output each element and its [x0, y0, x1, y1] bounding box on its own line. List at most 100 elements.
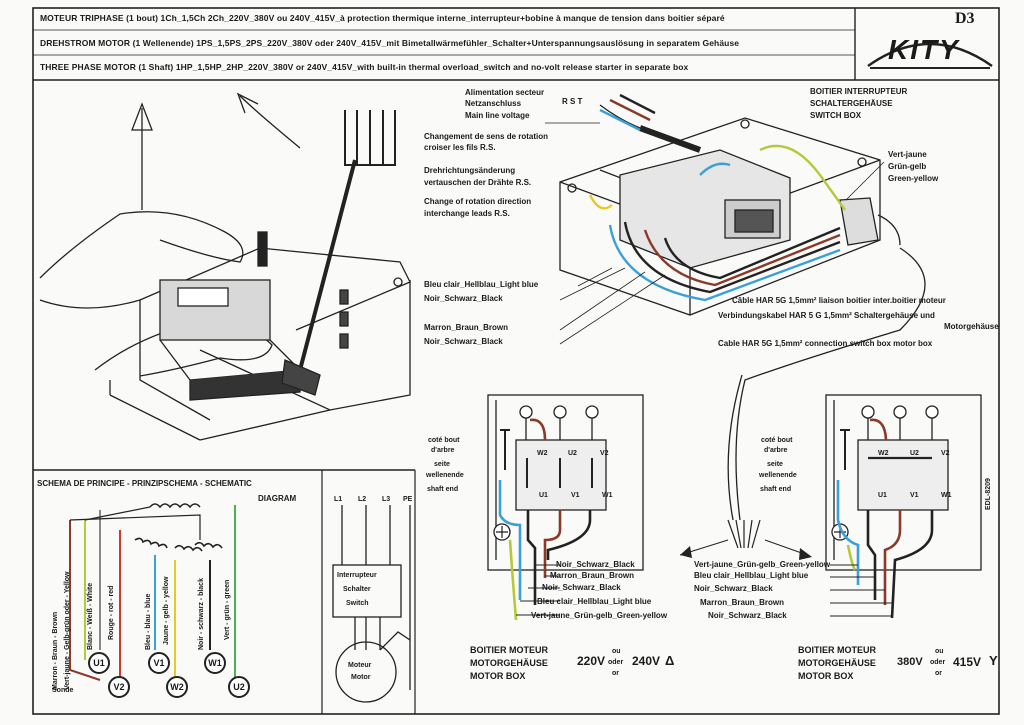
terminal-b-v2: V2	[941, 450, 950, 457]
principle-schematic	[69, 503, 236, 681]
shaft-end-a-de1: seite	[434, 461, 450, 468]
header-line-fr: MOTEUR TRIPHASE (1 bout) 1Ch_1,5Ch 2Ch_2…	[40, 13, 725, 23]
mid-b-5: Noir_Schwarz_Black	[708, 611, 787, 620]
schem-wire-black: Noir - schwarz - black	[198, 578, 205, 650]
pole-w2: W2	[166, 676, 188, 698]
motor-box-delta	[487, 394, 644, 571]
mid-a-2: Marron_Braun_Brown	[550, 571, 635, 580]
motor-label-fr: Moteur	[348, 662, 372, 669]
motorbox-a-or1: ou	[612, 648, 621, 655]
motorbox-a-symbol: Δ	[665, 653, 675, 668]
schem-wire-yellow: Jaune - gelb - yellow	[163, 576, 170, 645]
mid-a-1: Noir_Schwarz_Black	[556, 560, 635, 569]
motorbox-b-de: MOTORGEHÄUSE	[798, 658, 876, 668]
swap-en1: Change of rotation direction	[424, 197, 532, 206]
schem-wire-blue: Bleu - blau - blue	[145, 593, 152, 650]
schem-wire-green: Vert - grün - green	[224, 579, 231, 640]
shaft-end-a-fr1: coté bout	[428, 437, 460, 444]
cable-de2: Motorgehäuse	[944, 322, 999, 331]
shaft-end-b-en: shaft end	[760, 486, 792, 493]
schematic-title-1: SCHEMA DE PRINCIPE - PRINZIPSCHEMA - SCH…	[37, 479, 252, 488]
ground-de: Grün-gelb	[888, 162, 927, 171]
shaft-end-b-de2: wellenende	[759, 472, 797, 479]
mid-a-4: Bleu clair_Hellblau_Light blue	[537, 597, 652, 606]
mid-b-3: Noir_Schwarz_Black	[694, 584, 773, 593]
wire-label-2: Noir_Schwarz_Black	[424, 294, 503, 303]
ref-code: EDL-8209	[985, 478, 992, 510]
terminal-b-u2: U2	[910, 450, 919, 457]
terminal-a-w1: W1	[602, 492, 613, 499]
mid-b-1: Vert-jaune_Grün-gelb_Green-yellow	[694, 560, 831, 569]
brand-logo-text: KITY	[888, 34, 960, 65]
terminal-a-u1: U1	[539, 492, 548, 499]
switch-label-de: Schalter	[343, 586, 371, 593]
motor-label-de: Motor	[351, 674, 371, 681]
mains-label-en: Main line voltage	[465, 111, 530, 120]
motorbox-b-or3: or	[935, 670, 942, 677]
pole-v1: V1	[148, 652, 170, 674]
shaft-end-b-de1: seite	[767, 461, 783, 468]
mid-a-5: Vert-jaune_Grün-gelb_Green-yellow	[531, 611, 668, 620]
mains-phases: R S T	[562, 97, 583, 106]
ground-en: Green-yellow	[888, 174, 939, 183]
schem-wire-brown: Marron - Braun - Brown	[52, 611, 59, 690]
terminal-a-v2: V2	[600, 450, 609, 457]
connection-cable	[735, 247, 926, 521]
wire-label-4: Noir_Schwarz_Black	[424, 337, 503, 346]
mains-label-fr: Alimentation secteur	[465, 88, 545, 97]
motorbox-a-v2: 240V	[632, 654, 661, 668]
swap-fr2: croiser les fils R.S.	[424, 143, 496, 152]
switch-label-en: Switch	[346, 600, 369, 607]
mid-b-4: Marron_Braun_Brown	[700, 598, 785, 607]
motorbox-a-en: MOTOR BOX	[470, 671, 526, 681]
motorbox-a-or2: oder	[608, 659, 624, 666]
motorbox-b-v1: 380V	[897, 656, 923, 668]
terminal-a-w2: W2	[537, 450, 548, 457]
shaft-end-b-fr2: d'arbre	[764, 447, 788, 454]
switch-schematic	[332, 505, 411, 703]
shaft-end-a-fr2: d'arbre	[431, 447, 455, 454]
swap-en2: interchange leads R.S.	[424, 209, 510, 218]
schematic-title-2: DIAGRAM	[258, 494, 297, 503]
terminal-b-u1: U1	[878, 492, 887, 499]
motorbox-b-or2: oder	[930, 659, 946, 666]
motorbox-b-symbol: Y	[989, 653, 998, 668]
motorbox-b-en: MOTOR BOX	[798, 671, 854, 681]
switchbox-title-en: SWITCH BOX	[810, 111, 862, 120]
motorbox-b-fr: BOITIER MOTEUR	[798, 645, 876, 655]
schem-sonde: Sonde	[52, 687, 74, 694]
wire-label-3: Marron_Braun_Brown	[424, 323, 509, 332]
line-l2: L2	[358, 496, 367, 503]
switch-box-drawing	[559, 104, 901, 316]
pole-v2: V2	[108, 676, 130, 698]
schem-wire-yg: Vert-jaune - Gelb-grün oder - Yellow	[64, 571, 71, 690]
cable-en: Cable HAR 5G 1,5mm² connection switch bo…	[718, 339, 933, 348]
terminal-a-u2: U2	[568, 450, 577, 457]
sheet-code: D3	[955, 10, 975, 27]
motor-box-star	[825, 394, 982, 571]
motor-box-star-wires	[836, 418, 934, 619]
schem-wire-red: Rouge - rot - red	[108, 585, 115, 640]
header-line-de: DREHSTROM MOTOR (1 Wellenende) 1PS_1,5PS…	[40, 38, 740, 48]
switch-box-wires	[588, 93, 846, 302]
motorbox-a-fr: BOITIER MOTEUR	[470, 645, 548, 655]
shaft-end-a-en: shaft end	[427, 486, 459, 493]
swap-de2: vertauschen der Drähte R.S.	[424, 178, 532, 187]
cable-de1: Verbindungskabel HAR 5 G 1,5mm² Schalter…	[718, 311, 935, 320]
kity-logo	[867, 42, 993, 69]
switch-label-fr: Interrupteur	[337, 572, 377, 579]
wire-label-1: Bleu clair_Hellblau_Light blue	[424, 280, 539, 289]
swap-de1: Drehrichtungsänderung	[424, 166, 516, 175]
terminal-b-v1: V1	[910, 492, 919, 499]
pole-u2: U2	[228, 676, 250, 698]
hand-illustration	[39, 92, 411, 441]
motorbox-b-or1: ou	[935, 648, 944, 655]
motor-box-delta-wires	[498, 418, 592, 621]
line-l1: L1	[334, 496, 343, 503]
terminal-b-w2: W2	[878, 450, 889, 457]
motorbox-a-v1: 220V	[577, 654, 606, 668]
switchbox-title-de: SCHALTERGEHÄUSE	[810, 99, 893, 108]
motorbox-b-v2: 415V	[953, 655, 982, 669]
